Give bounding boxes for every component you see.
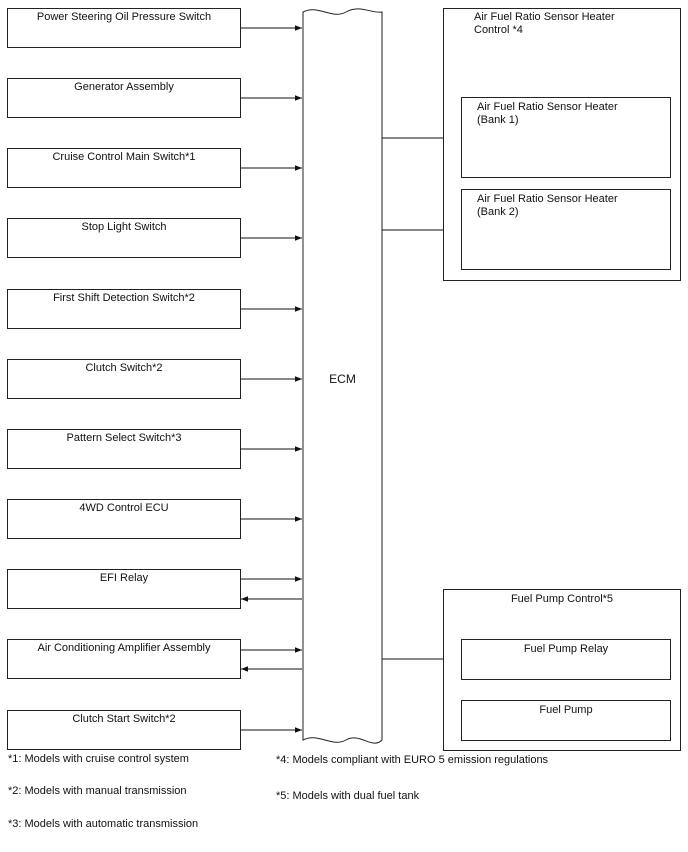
input-box-ac-amplifier: Air Conditioning Amplifier Assembly [7, 639, 241, 679]
input-label: Clutch Switch*2 [85, 362, 163, 374]
input-label: Power Steering Oil Pressure Switch [36, 11, 212, 23]
fuel-pump-relay-label: Fuel Pump Relay [523, 643, 609, 655]
fuel-pump-label: Fuel Pump [539, 704, 593, 716]
heater-group-title: Air Fuel Ratio Sensor Heater Control *4 [474, 11, 615, 36]
input-box-clutch-switch: Clutch Switch*2 [7, 359, 241, 399]
pump-group-title: Fuel Pump Control*5 [510, 593, 614, 605]
heater-bank1-label: Air Fuel Ratio Sensor Heater (Bank 1) [477, 101, 618, 126]
input-box-clutch-start-switch: Clutch Start Switch*2 [7, 710, 241, 750]
input-label: 4WD Control ECU [79, 502, 169, 514]
input-box-ps-oil-switch: Power Steering Oil Pressure Switch [7, 8, 241, 48]
input-box-stop-light-switch: Stop Light Switch [7, 218, 241, 258]
input-box-4wd-control-ecu: 4WD Control ECU [7, 499, 241, 539]
input-label: EFI Relay [99, 572, 149, 584]
footnote-4: *4: Models compliant with EURO 5 emissio… [276, 754, 549, 766]
ecm-label: ECM [329, 372, 356, 386]
input-box-efi-relay: EFI Relay [7, 569, 241, 609]
heater-bank2-label: Air Fuel Ratio Sensor Heater (Bank 2) [477, 193, 618, 218]
input-box-generator: Generator Assembly [7, 78, 241, 118]
input-label: Clutch Start Switch*2 [72, 713, 176, 725]
fuel-pump-relay-box: Fuel Pump Relay [461, 639, 671, 680]
input-box-cruise-main-switch: Cruise Control Main Switch*1 [7, 148, 241, 188]
input-label: First Shift Detection Switch*2 [53, 292, 195, 304]
input-label: Generator Assembly [74, 81, 174, 93]
input-label: Pattern Select Switch*3 [66, 432, 182, 444]
footnote-5: *5: Models with dual fuel tank [276, 790, 420, 802]
input-label: Cruise Control Main Switch*1 [52, 151, 196, 163]
ecm-outline [302, 8, 383, 744]
heater-bank2-box: Air Fuel Ratio Sensor Heater (Bank 2) [461, 189, 671, 270]
input-label: Stop Light Switch [81, 221, 167, 233]
input-box-pattern-select-switch: Pattern Select Switch*3 [7, 429, 241, 469]
footnote-3: *3: Models with automatic transmission [8, 818, 199, 830]
footnote-1: *1: Models with cruise control system [8, 753, 189, 765]
footnote-2: *2: Models with manual transmission [8, 785, 187, 797]
fuel-pump-box: Fuel Pump [461, 700, 671, 741]
heater-bank1-box: Air Fuel Ratio Sensor Heater (Bank 1) [461, 97, 671, 178]
input-box-first-shift-switch: First Shift Detection Switch*2 [7, 289, 241, 329]
input-label: Air Conditioning Amplifier Assembly [37, 642, 211, 654]
